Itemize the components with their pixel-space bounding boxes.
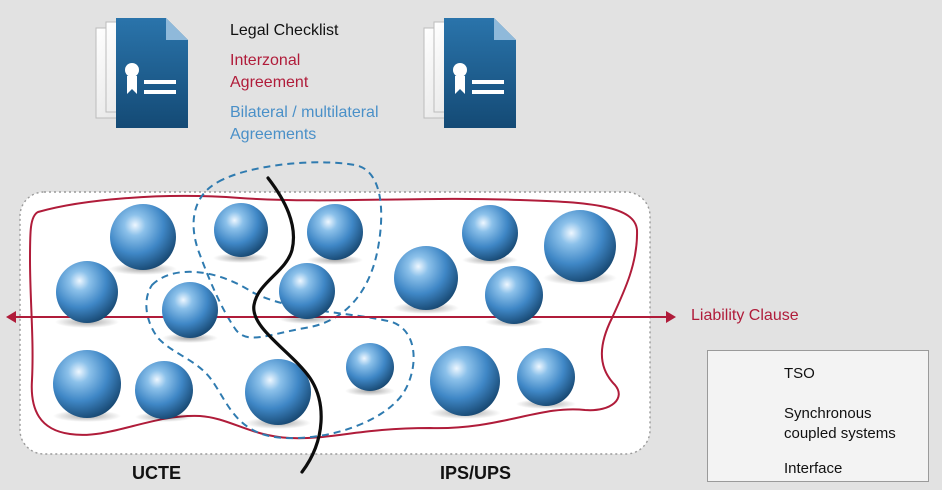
legend-box xyxy=(707,350,929,482)
tso-sphere-icon xyxy=(462,205,518,265)
tso-sphere-icon xyxy=(135,361,193,422)
legend-sync-label: coupled systems xyxy=(784,425,896,442)
legend-tso-label: TSO xyxy=(784,365,815,382)
liability-arrow xyxy=(6,311,676,323)
liability-clause-label: Liability Clause xyxy=(691,307,799,324)
tso-sphere-icon xyxy=(55,261,119,328)
bilateral-agreements-label: Agreements xyxy=(230,126,317,143)
tso-sphere-icon xyxy=(162,282,218,343)
tso-sphere-icon xyxy=(245,359,311,429)
legal-checklist-label: Legal Checklist xyxy=(230,22,339,39)
tso-sphere-icon xyxy=(393,246,459,314)
ips-ups-label: IPS/UPS xyxy=(440,463,512,483)
tso-sphere-icon xyxy=(213,203,269,263)
bilateral-boundary xyxy=(192,161,383,339)
tso-sphere-icon xyxy=(109,204,177,275)
certificate-document-icon xyxy=(95,18,188,128)
interface-line xyxy=(252,176,323,474)
legend-interface-label: Interface xyxy=(784,460,843,477)
tso-sphere-icon xyxy=(307,204,363,265)
certificate-document-icon xyxy=(423,18,516,128)
tso-sphere-icon xyxy=(279,263,335,324)
tso-sphere-icon xyxy=(485,266,543,327)
interzonal-agreement-label: Interzonal xyxy=(230,52,301,69)
bilateral-agreements-label: Bilateral / multilateral xyxy=(230,104,379,121)
interzonal-boundary xyxy=(28,194,639,440)
legend-sync-label: Synchronous xyxy=(784,405,872,422)
tso-sphere-icon xyxy=(543,210,617,285)
ucte-label: UCTE xyxy=(132,463,181,483)
tso-sphere-icon xyxy=(345,343,395,396)
interzonal-agreement-label: Agreement xyxy=(230,74,309,91)
tso-sphere-icon xyxy=(516,348,576,409)
tso-sphere-icon xyxy=(53,350,121,422)
tso-sphere-icon xyxy=(429,346,501,419)
